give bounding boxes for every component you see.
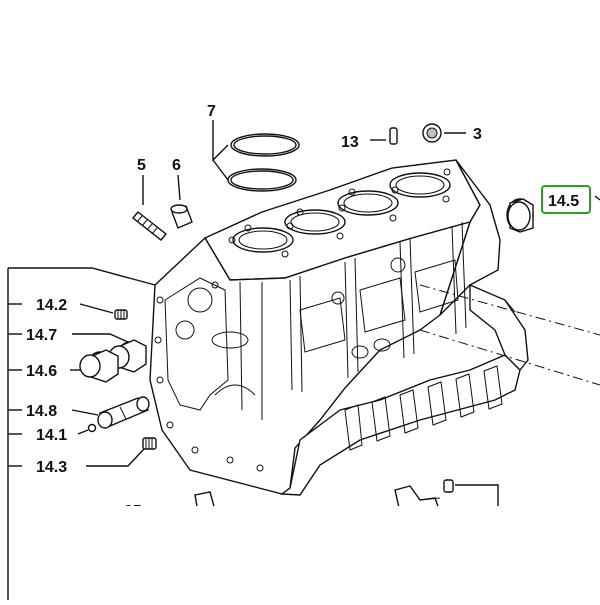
camshaft-bushings	[72, 333, 147, 383]
callout-13: 13	[341, 134, 359, 151]
callout-14-6: 14.6	[26, 363, 57, 380]
engine-block	[149, 159, 600, 496]
callout-14-7: 14.7	[26, 327, 57, 344]
bottom-parts	[194, 479, 499, 513]
small-plug	[79, 303, 128, 320]
stud	[132, 175, 167, 241]
dowel-pin	[370, 127, 398, 145]
callout-5: 5	[137, 157, 146, 174]
small-ball	[77, 423, 97, 435]
expansion-plug	[506, 198, 534, 233]
callout-14-1: 14.1	[36, 427, 67, 444]
callout-6: 6	[172, 157, 181, 174]
piston-rings	[212, 120, 300, 192]
callout-14-2: 14.2	[36, 297, 67, 314]
callout-14-8: 14.8	[26, 403, 57, 420]
tappet	[71, 396, 150, 429]
callout-14-5: 14.5	[548, 193, 579, 210]
core-plug-cap	[422, 123, 466, 143]
crop-mask	[0, 506, 600, 600]
callout-3: 3	[473, 126, 482, 143]
sleeve	[170, 174, 193, 229]
callout-14-5-highlight[interactable]: 14.5	[541, 185, 600, 214]
threaded-plug	[86, 437, 157, 467]
callout-7: 7	[207, 103, 216, 120]
callout-14-3: 14.3	[36, 459, 67, 476]
